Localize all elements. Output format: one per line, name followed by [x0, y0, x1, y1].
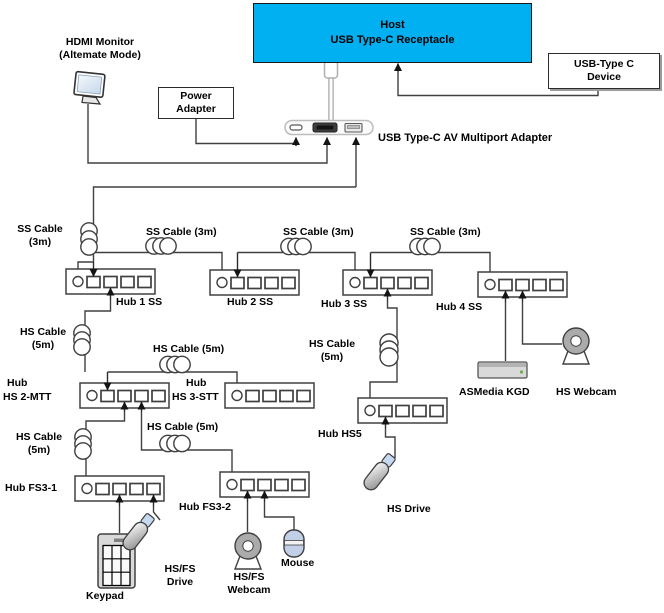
hub-2-ss-box — [209, 269, 300, 296]
asmedia-kgd-icon — [477, 361, 528, 379]
usb-type-c-device-box: USB-Type C Device — [548, 53, 660, 89]
hs-drive-label: HS Drive — [387, 503, 431, 515]
host-subtitle: USB Type-C Receptacle — [330, 34, 455, 46]
ss-cable-label-1: SS Cable (3m) — [17, 223, 63, 248]
hub-3-ss-box — [342, 269, 433, 296]
ss-cable-label-2: SS Cable (3m) — [146, 226, 217, 238]
hub-fs3-1-label: Hub FS3-1 — [5, 482, 57, 494]
hsfs-drive-label: HS/FS Drive — [164, 563, 196, 588]
hs-cable-coil-4 — [74, 428, 92, 460]
hs-webcam-label: HS Webcam — [556, 386, 617, 398]
keypad-label: Keypad — [86, 590, 124, 602]
hub-hs3-stt-label-line2: HS 3-STT — [172, 391, 219, 403]
mouse-icon — [283, 529, 305, 558]
hs-webcam-icon — [561, 327, 591, 365]
host-title: Host — [380, 19, 405, 31]
hub-2-ss-label: Hub 2 SS — [227, 296, 274, 308]
multiport-adapter-icon — [284, 60, 374, 136]
hs-cable-label-3: HS Cable (5m) — [308, 338, 356, 363]
cable-coil-icons — [73, 222, 441, 460]
hs-cable-coil-5 — [159, 434, 191, 453]
ss-cable-coil-3 — [280, 237, 312, 256]
hsfs-webcam-label: HS/FS Webcam — [227, 571, 271, 596]
hs-cable-label-2: HS Cable (5m) — [153, 343, 225, 355]
hub-hs2-mtt-label-line1: Hub — [7, 377, 28, 389]
hub-hs3-stt-label-line1: Hub — [186, 377, 207, 389]
hs-drive-icon — [363, 453, 396, 491]
hdmi-monitor-icon — [73, 70, 106, 105]
hsfs-webcam-icon — [233, 532, 263, 570]
hub-1-ss-label: Hub 1 SS — [116, 296, 163, 308]
connector-arrows — [89, 63, 527, 506]
ss-cable-label-4: SS Cable (3m) — [410, 226, 481, 238]
hub-4-ss-label: Hub 4 SS — [436, 301, 483, 313]
hs-cable-coil-3 — [379, 333, 399, 367]
hub-hs3-stt-box — [224, 382, 315, 409]
hs-cable-label-4: HS Cable (5m) — [15, 431, 63, 456]
hs-cable-label-1: HS Cable (5m) — [19, 326, 67, 351]
hs-cable-coil-1 — [73, 324, 91, 356]
host-box: Host USB Type-C Receptacle — [253, 3, 532, 63]
hub-hs5-box — [357, 397, 448, 424]
hsfs-drive-icon — [122, 513, 155, 551]
ss-cable-coil-4 — [409, 237, 441, 256]
ss-cable-coil-2 — [145, 237, 177, 255]
hs-cable-label-5: HS Cable (5m) — [147, 421, 219, 433]
hdmi-monitor-label: HDMI Monitor (Altemate Mode) — [59, 36, 141, 61]
hub-3-ss-label: Hub 3 SS — [321, 298, 368, 310]
hub-hs2-mtt-label-line2: HS 2-MTT — [3, 391, 52, 403]
usb-c-port-icon — [289, 124, 303, 131]
ss-cable-coil-1 — [80, 222, 98, 256]
hub-hs5-label: Hub HS5 — [318, 428, 362, 440]
hs-cable-coil-2 — [159, 355, 191, 374]
multiport-adapter-label: USB Type-C AV Multiport Adapter — [378, 132, 553, 144]
hub-fs3-2-label: Hub FS3-2 — [179, 501, 231, 513]
power-adapter-box: Power Adapter — [158, 87, 234, 119]
asmedia-kgd-label: ASMedia KGD — [459, 386, 530, 398]
mouse-label: Mouse — [281, 557, 315, 569]
ss-cable-label-3: SS Cable (3m) — [283, 226, 354, 238]
